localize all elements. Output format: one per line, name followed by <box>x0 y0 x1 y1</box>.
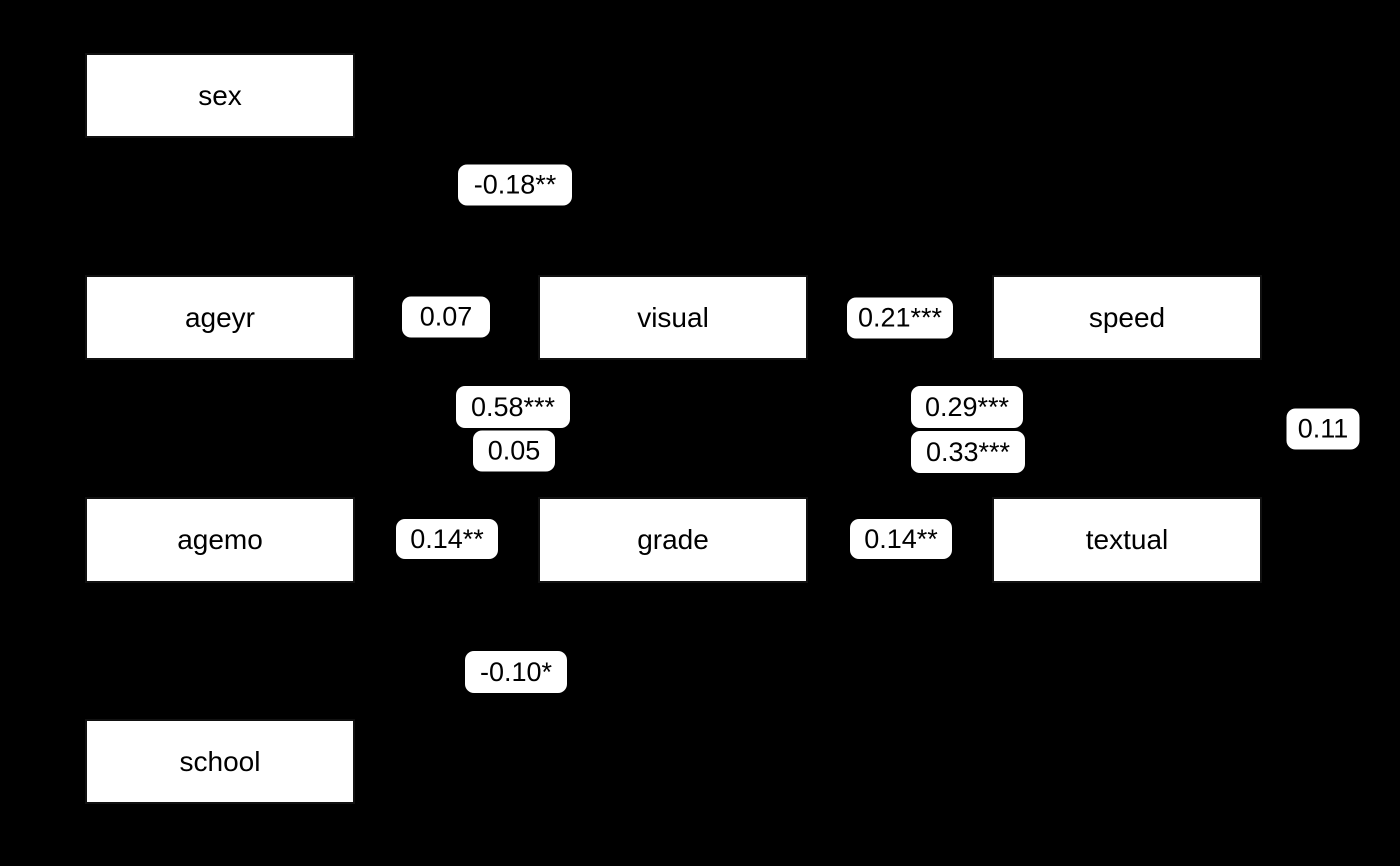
edge-label: 0.33*** <box>911 431 1025 473</box>
node-sex: sex <box>85 53 355 138</box>
node-textual: textual <box>992 497 1262 583</box>
edge-label: 0.14** <box>850 519 952 559</box>
edge-label: 0.05 <box>473 430 555 472</box>
node-speed: speed <box>992 275 1262 360</box>
edge-label: 0.21*** <box>847 297 953 339</box>
edge-label: 0.07 <box>402 296 490 338</box>
edge-label: 0.29*** <box>911 386 1023 428</box>
node-school: school <box>85 719 355 804</box>
edge-label: 0.11 <box>1286 408 1360 450</box>
node-ageyr: ageyr <box>85 275 355 360</box>
node-grade: grade <box>538 497 808 583</box>
node-agemo: agemo <box>85 497 355 583</box>
edge-label: 0.58*** <box>456 386 570 428</box>
edge-label: 0.14** <box>396 519 498 559</box>
edge-label: -0.18** <box>458 164 572 206</box>
edge-label: -0.10* <box>465 651 567 693</box>
node-visual: visual <box>538 275 808 360</box>
